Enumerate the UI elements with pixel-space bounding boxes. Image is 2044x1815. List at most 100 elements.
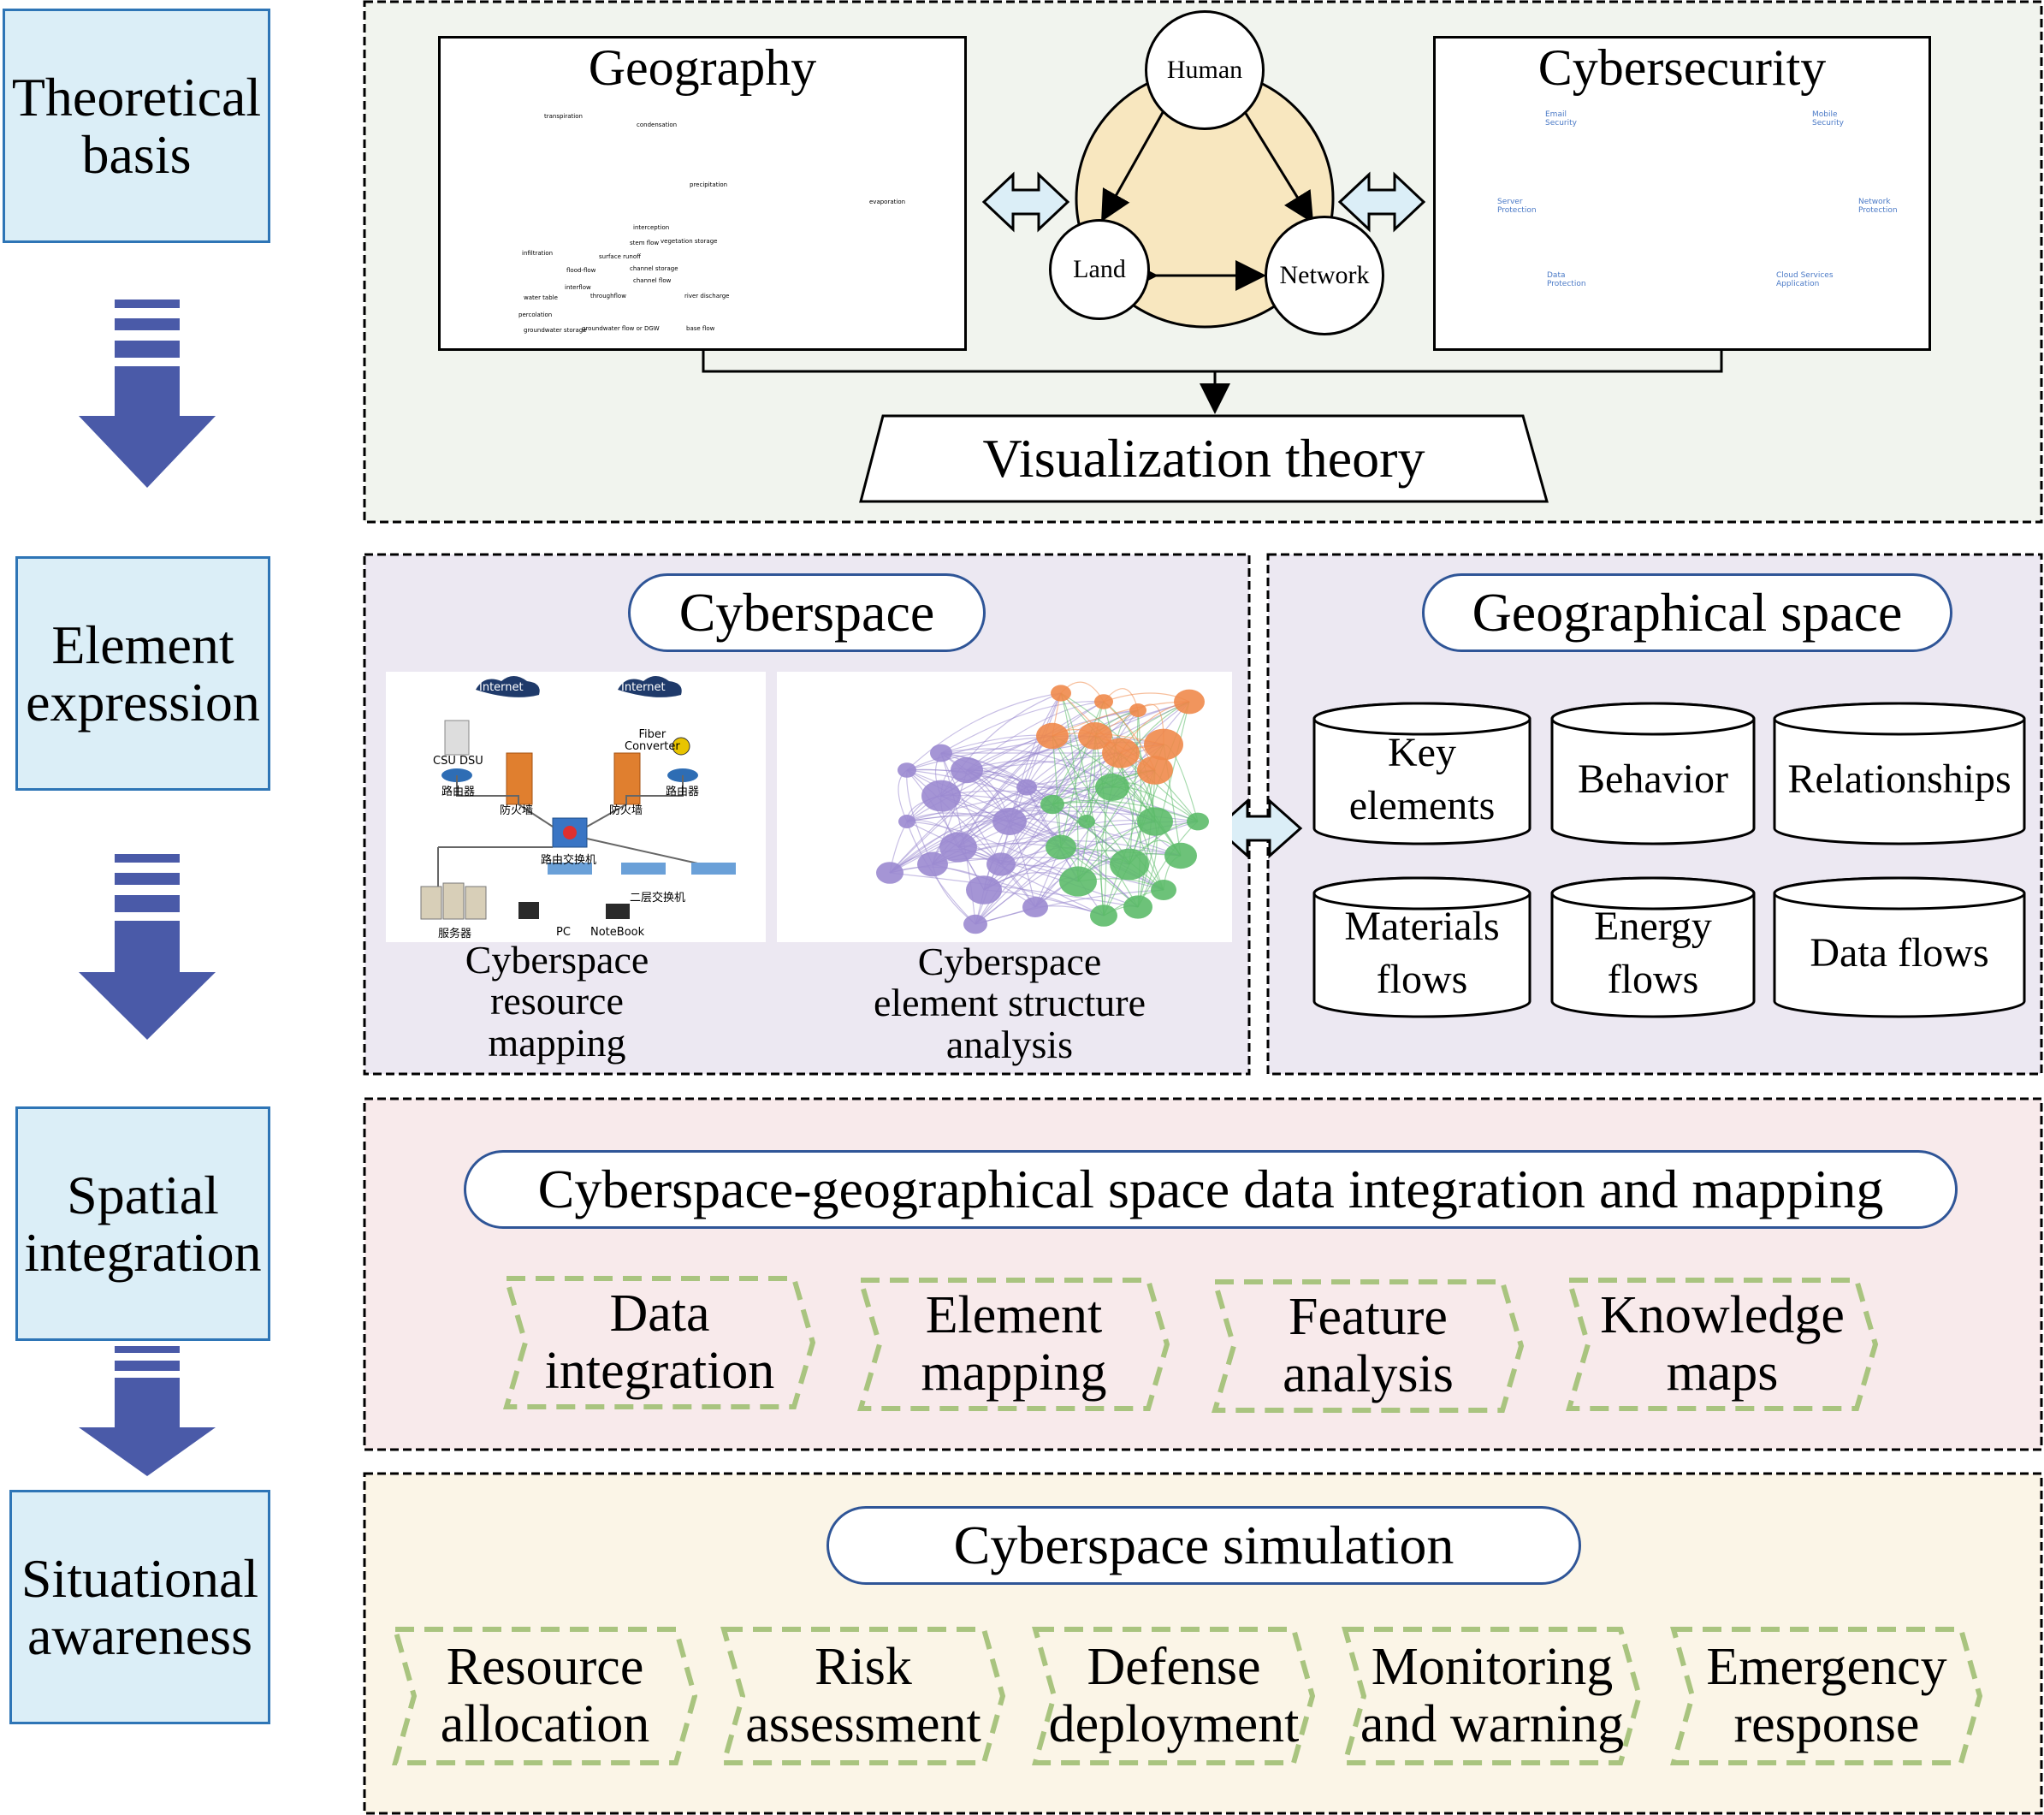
biarrow-left [981,171,1070,233]
dashed-chevron [856,1278,1170,1411]
security-label: Data Protection [1547,271,1586,288]
water-cycle-label: condensation [637,122,678,128]
water-cycle-label: flood-flow [566,267,596,274]
graph-edge [1060,692,1079,882]
cylinder-top [1550,876,1756,910]
cylinder-top [1550,702,1756,736]
graph-node [1144,728,1183,761]
graph-node [1078,815,1095,828]
label-internet-1: Internet [479,681,524,694]
water-cycle-label: stem flow [630,240,660,246]
label-fiber-converter: Fiber Converter [625,728,680,754]
water-cycle-label: channel storage [630,265,678,272]
graph-edge [889,735,1053,874]
graph-edge [1052,799,1199,822]
graph-node [1036,722,1069,750]
water-cycle-label: precipitation [690,181,728,188]
label-router-1: 路由器 [441,786,476,798]
water-cycle-label: channel flow [633,277,672,284]
cylinder-top [1312,876,1532,910]
geo-energy-flows: Energy flows [1594,903,1712,1002]
water-cycle-label: throughflow [590,293,626,300]
water-cycle-label: base flow [686,325,715,332]
graph-node [986,852,1016,876]
graph-node [1040,794,1064,815]
water-cycle-label: interflow [565,284,591,291]
graph-edge [1000,692,1062,865]
graph-edge [1137,769,1156,908]
graph-node [939,832,977,863]
biarrow-element [1214,798,1303,859]
node-human: Human [1145,10,1265,130]
water-cycle-label: water table [524,294,558,301]
awareness-emergency-response: Emergency response [1706,1638,1947,1753]
security-label: Server Protection [1497,198,1537,215]
stage-theoretical-basis: Theoretical basis [3,9,270,243]
water-cycle-label: river discharge [684,293,730,300]
graph-node [1164,842,1197,869]
graph-node [898,762,916,778]
cybersecurity-card: Cybersecurity [1433,36,1931,351]
node-land: Land [1049,219,1150,320]
graph-node [876,862,904,884]
dashed-chevron [1565,1278,1879,1411]
security-label: Mobile Security [1812,110,1844,128]
graph-edge [906,769,985,891]
graph-node [1102,738,1140,768]
graph-edge [940,692,1062,797]
stage-element-expression: Element expression [15,556,270,791]
awareness-pill: Cyberspace simulation [826,1506,1581,1585]
integration-knowledge-maps: Knowledge maps [1600,1286,1845,1402]
graph-node [1090,905,1117,927]
dashed-chevron [720,1627,1006,1765]
graph-node [1151,880,1176,900]
graph-node [1016,779,1037,796]
graph-node [1137,807,1173,836]
graph-edge [1137,701,1190,908]
geo-materials-flows: Materials flows [1344,903,1500,1002]
graph-node [1095,774,1129,801]
security-label: Cloud Services Application [1776,271,1834,288]
biarrow-right [1337,171,1426,233]
graph-edge [889,786,1028,874]
graph-node [1051,685,1071,702]
integration-element-mapping: Element mapping [921,1286,1107,1402]
visualization-theory-label: Visualization theory [982,428,1425,489]
graph-node [1022,897,1048,917]
graph-node [1094,694,1113,709]
water-cycle-label: evaporation [869,199,906,205]
graph-edge [975,821,1087,925]
dashed-chevron [1211,1279,1525,1413]
graph-node [917,851,948,877]
integration-feature-analysis: Feature analysis [1283,1288,1454,1403]
graph-edge [940,752,1053,805]
water-cycle-label: transpiration [544,113,583,120]
graph-edge [889,804,1053,874]
awareness-resource-allocation: Resource allocation [440,1638,650,1753]
label-firewall-2: 防火墙 [609,804,643,817]
graph-edge [940,701,1105,754]
label-pc: PC [556,926,571,939]
cybersecurity-title: Cybersecurity [1537,39,1827,96]
cylinder-top [1773,702,2026,736]
geographical-space-pill: Geographical space [1422,573,1952,652]
graph-edge [966,701,1105,771]
cyberspace-pill: Cyberspace [628,573,986,652]
dashed-chevron [502,1276,816,1409]
cylinder-top [1312,702,1532,736]
geo-data-flows: Data flows [1810,929,1989,976]
stage-situational-awareness: Situational awareness [9,1490,270,1724]
water-cycle-label: interception [633,224,670,231]
graph-edge [975,744,1164,925]
graph-edge [889,701,1105,874]
graph-node [1078,722,1112,750]
stage-arrow-2 [79,854,216,1040]
graph-node [1059,866,1097,897]
label-firewall-1: 防火墙 [500,804,534,817]
graph-edge [1094,735,1107,916]
stage-arrow-3 [79,1346,216,1476]
graph-edge [1052,804,1164,891]
dashed-chevron [1342,1627,1643,1765]
label-l3-switch: 二层交换机 [630,892,686,905]
label-server: 服务器 [438,928,472,940]
